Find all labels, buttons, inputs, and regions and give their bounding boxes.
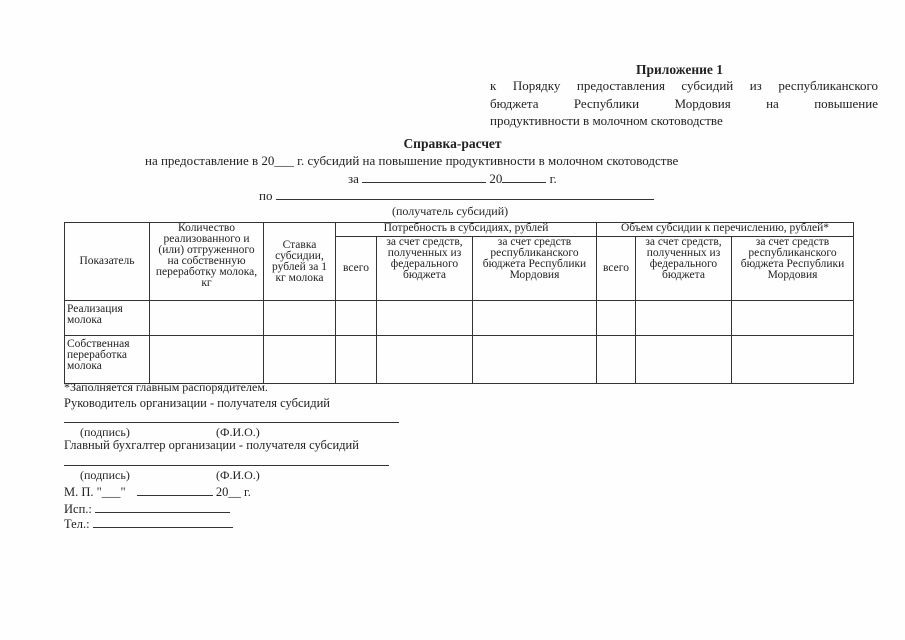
header-quantity: Количество реализованного и (или) отгруж…: [149, 222, 264, 301]
table-cell[interactable]: [472, 300, 597, 336]
table-cell[interactable]: [472, 335, 597, 384]
header-need-republic: за счет средств республиканского бюджета…: [472, 236, 597, 301]
period-suffix: г.: [549, 171, 557, 186]
table-cell[interactable]: [596, 335, 636, 384]
head-sign-caption: (подпись): [80, 425, 130, 439]
table-cell[interactable]: [335, 335, 377, 384]
table-cell[interactable]: [263, 300, 336, 336]
accountant-name-caption: (Ф.И.О.): [216, 468, 260, 482]
phone-label: Тел.:: [64, 517, 90, 531]
document-subtitle: на предоставление в 20___ г. субсидий на…: [145, 153, 679, 168]
row-label: Реализация молока: [64, 300, 150, 336]
header-rate: Ставка субсидии, рублей за 1 кг молока: [263, 222, 336, 301]
table-cell[interactable]: [335, 300, 377, 336]
table-cell[interactable]: [376, 335, 473, 384]
period-blank[interactable]: [362, 170, 487, 183]
appendix-line: к Порядку предоставления субсидий из рес…: [490, 78, 878, 93]
period-line: за 20 г.: [348, 170, 557, 187]
head-name-caption: (Ф.И.О.): [216, 425, 260, 439]
header-need-group: Потребность в субсидиях, рублей: [335, 222, 597, 237]
head-signature-label: Руководитель организации - получателя су…: [64, 396, 330, 410]
table-cell[interactable]: [376, 300, 473, 336]
header-need-total: всего: [335, 236, 377, 301]
table-cell[interactable]: [263, 335, 336, 384]
header-indicator: Показатель: [64, 222, 150, 301]
accountant-signature-label: Главный бухгалтер организации - получате…: [64, 438, 359, 452]
stamp-month-blank[interactable]: [136, 483, 213, 496]
appendix-line: бюджета Республики Мордовия на повышение: [490, 95, 878, 111]
header-transfer-group: Объем субсидии к перечислению, рублей*: [595, 222, 855, 237]
calculation-table: Показатель Количество реализованного и (…: [64, 222, 855, 384]
table-cell[interactable]: [149, 335, 264, 384]
head-signature-line[interactable]: [64, 422, 399, 423]
appendix-reference: к Порядку предоставления субсидий из рес…: [490, 77, 878, 130]
executor-blank[interactable]: [95, 500, 230, 513]
phone-line: Тел.:: [64, 515, 233, 532]
table-cell[interactable]: [596, 300, 636, 336]
recipient-line: по: [259, 187, 654, 204]
stamp-date-line: М. П. "___" 20__ г.: [64, 483, 251, 500]
appendix-title: Приложение 1: [636, 62, 724, 77]
table-row: Реализация молока: [64, 300, 855, 336]
row-label: Собственная переработка молока: [64, 335, 150, 384]
appendix-line: продуктивности в молочном скотоводстве: [490, 113, 723, 128]
period-year: 20: [489, 171, 503, 186]
executor-line: Исп.:: [64, 500, 230, 517]
accountant-signature-line[interactable]: [64, 465, 389, 466]
header-transfer-total: всего: [596, 236, 636, 301]
header-need-federal: за счет средств, полученных из федеральн…: [376, 236, 473, 301]
stamp-year: 20__ г.: [215, 485, 251, 499]
header-transfer-federal: за счет средств, полученных из федеральн…: [635, 236, 732, 301]
document-title: Справка-расчет: [403, 136, 502, 151]
footnote: *Заполняется главным распорядителем.: [64, 380, 268, 394]
phone-blank[interactable]: [92, 515, 233, 528]
year-blank[interactable]: [502, 170, 547, 183]
table-cell[interactable]: [730, 300, 855, 336]
table-cell[interactable]: [635, 335, 732, 384]
table-row: Собственная переработка молока: [64, 335, 855, 384]
recipient-blank[interactable]: [275, 187, 654, 200]
table-cell[interactable]: [149, 300, 264, 336]
table-cell[interactable]: [730, 335, 855, 384]
period-prefix: за: [348, 171, 359, 186]
recipient-prefix: по: [259, 188, 273, 203]
executor-label: Исп.:: [64, 502, 92, 516]
recipient-caption: (получатель субсидий): [392, 204, 509, 218]
table-cell[interactable]: [635, 300, 732, 336]
stamp-label: М. П. "___": [64, 485, 126, 499]
header-transfer-republic: за счет средств республиканского бюджета…: [730, 236, 855, 301]
accountant-sign-caption: (подпись): [80, 468, 130, 482]
